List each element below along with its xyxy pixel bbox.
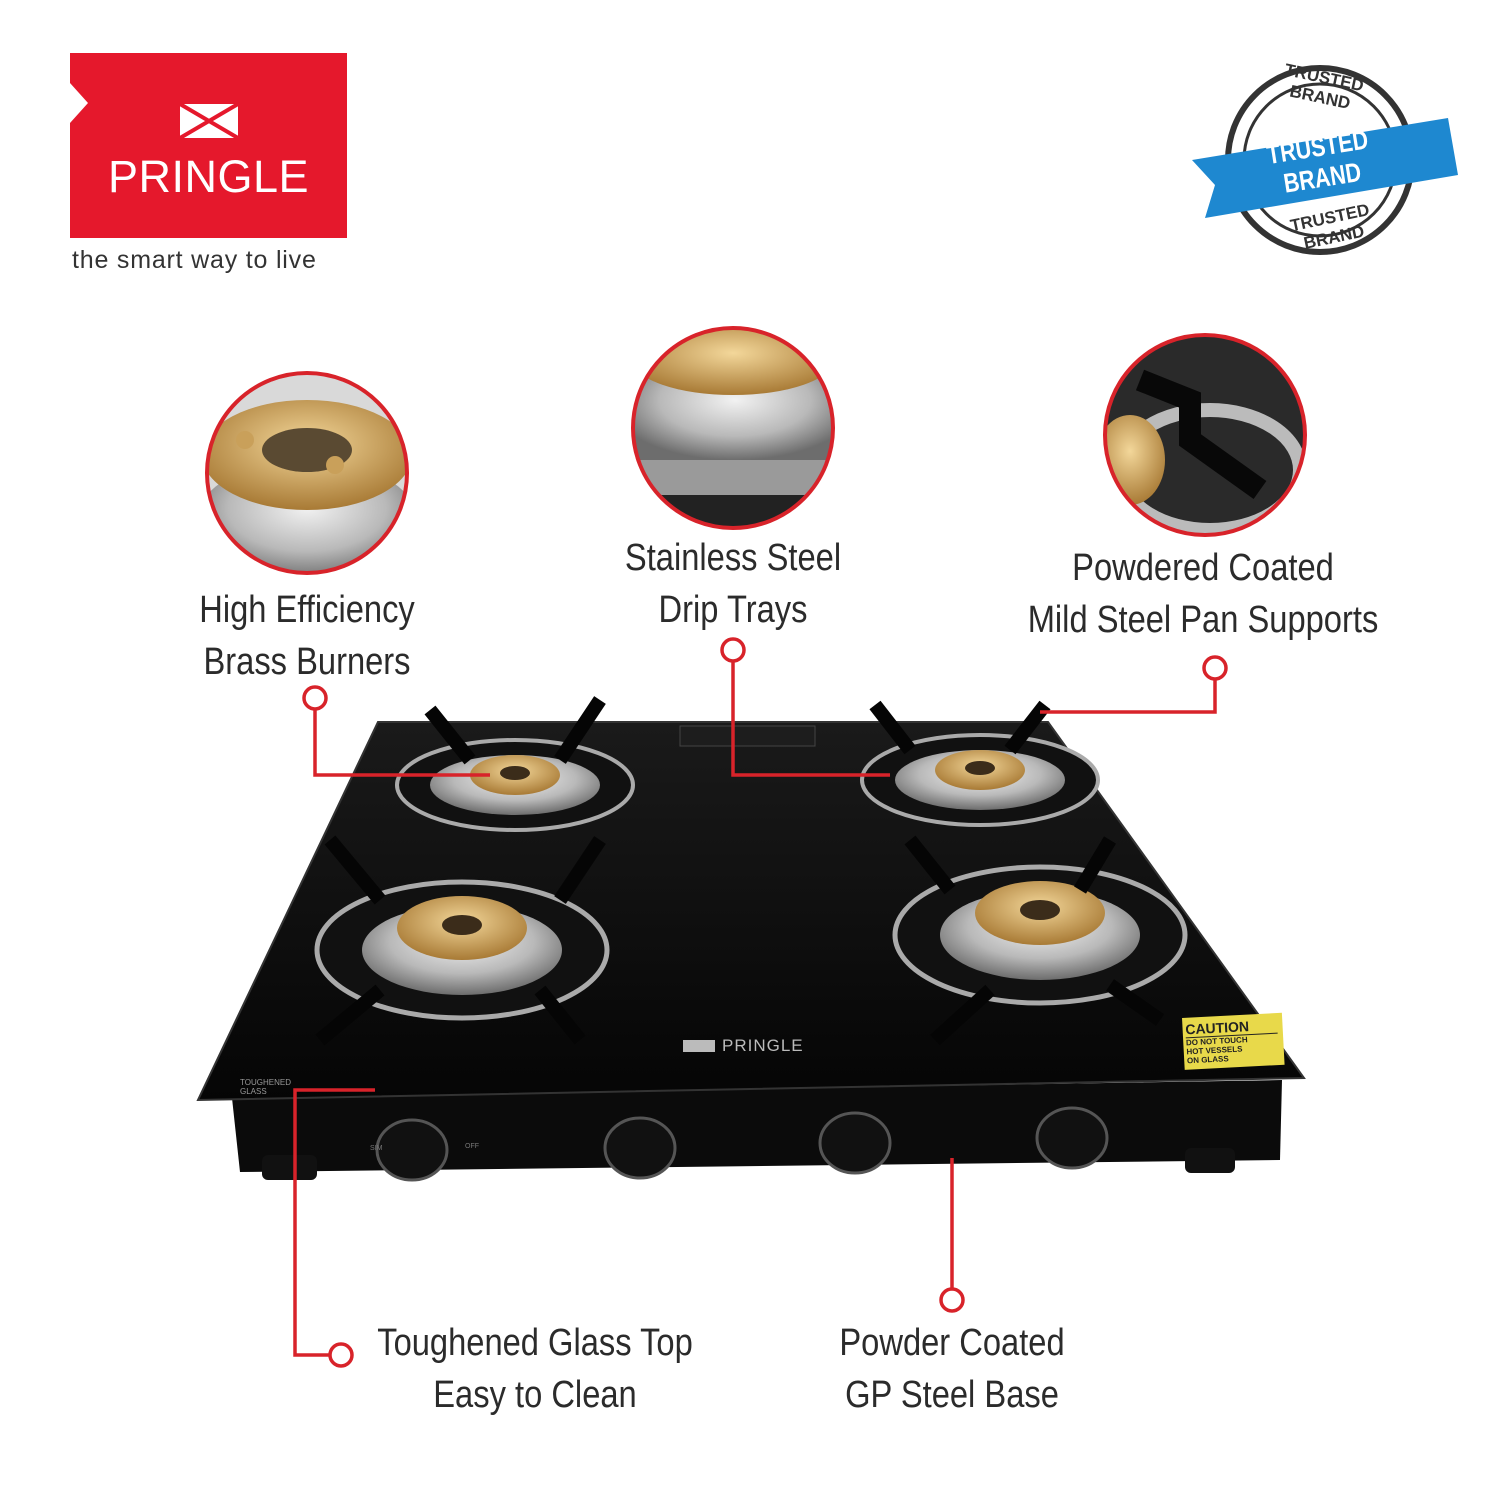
brass-burner-detail [207,373,407,573]
stove-foot [262,1155,317,1180]
stove-foot [1185,1148,1235,1173]
burners [314,733,1188,1021]
brand-name: PRINGLE [107,151,310,202]
caution-sticker [1182,1012,1285,1070]
control-knobs [375,1106,1109,1182]
callout-lines [293,637,1228,1368]
brand-logo: PRINGLE [70,53,347,238]
trusted-brand-badge [1192,65,1458,255]
glass-logo-icon [683,1040,715,1052]
detail-circle-border [205,371,409,575]
callout-line-pan-supports [1040,680,1217,714]
knob-label-off: OFF [465,1143,479,1150]
glass-brand-mark: PRINGLE [722,1036,804,1055]
callout-line-drip-trays [731,662,890,777]
brand-tagline: the smart way to live [72,246,317,274]
drip-tray-detail [633,328,833,528]
caution-text: CAUTION DO NOT TOUCH HOT VESSELS ON GLAS… [1184,1016,1279,1065]
knob-label-sim: SIM [370,1145,383,1152]
steel-base [232,1080,1282,1172]
gas-stove [196,696,1306,1182]
toughened-glass-mark: TOUGHENED GLASS [240,1078,291,1096]
callout-line-burners [313,710,490,777]
detail-circle-border [1103,333,1307,537]
rating-label [679,725,816,747]
detail-circle-border [631,326,835,530]
callout-line-glass-top [293,1088,375,1357]
pan-support-detail [1105,335,1305,535]
pan-supports [315,696,1165,1046]
envelope-icon [179,103,239,139]
